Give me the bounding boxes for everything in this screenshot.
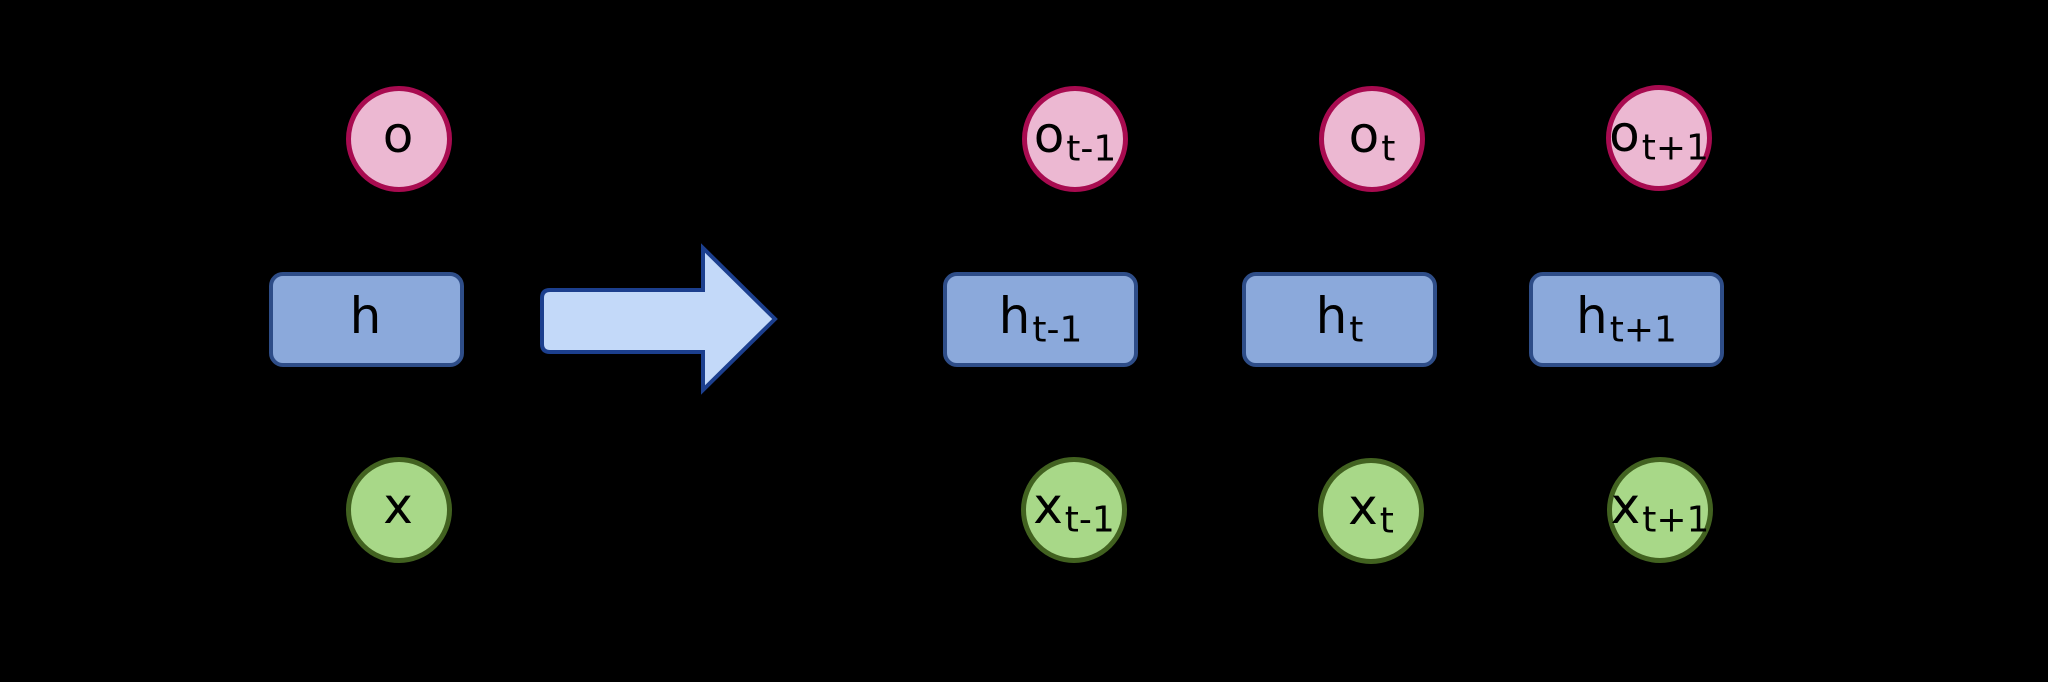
node-label: xt-1	[1033, 481, 1115, 538]
label-sub: t-1	[1032, 309, 1083, 351]
label-base: o	[1033, 106, 1065, 164]
hidden-node-left: h	[269, 272, 464, 367]
node-label: ht-1	[999, 291, 1083, 348]
hidden-node-t-plus-1: ht+1	[1529, 272, 1724, 367]
node-label: xt	[1348, 482, 1394, 539]
node-label: xt+1	[1611, 481, 1710, 538]
output-node-t-plus-1: ot+1	[1606, 85, 1712, 191]
node-label: ot	[1349, 110, 1396, 167]
hidden-node-t: ht	[1242, 272, 1437, 367]
input-node-t-plus-1: xt+1	[1607, 457, 1713, 563]
node-label: ot+1	[1609, 109, 1709, 166]
label-base: x	[1033, 477, 1063, 535]
input-node-left: x	[346, 457, 452, 563]
label-sub: t-1	[1064, 499, 1115, 541]
label-sub: t+1	[1641, 127, 1709, 169]
node-label: ht+1	[1576, 291, 1677, 348]
label-base: o	[1609, 105, 1640, 163]
unfold-arrow-icon	[540, 243, 778, 395]
node-label: x	[383, 481, 415, 531]
label-base: x	[1348, 478, 1378, 536]
input-node-t: xt	[1318, 458, 1424, 564]
output-node-t-minus-1: ot-1	[1022, 86, 1128, 192]
hidden-node-t-minus-1: ht-1	[943, 272, 1138, 367]
label-sub: t	[1381, 128, 1396, 170]
label-sub: t+1	[1609, 309, 1677, 351]
node-label: o	[383, 110, 416, 160]
label-base: x	[1610, 477, 1641, 535]
label-base: h	[1315, 286, 1348, 345]
label-sub: t+1	[1642, 499, 1710, 541]
input-node-t-minus-1: xt-1	[1021, 457, 1127, 563]
label-base: h	[349, 286, 382, 345]
node-label: h	[350, 291, 384, 341]
label-sub: t-1	[1066, 128, 1117, 170]
node-label: ot-1	[1034, 110, 1117, 167]
label-sub: t	[1379, 500, 1394, 542]
label-sub: t	[1349, 309, 1364, 351]
label-base: h	[998, 286, 1031, 345]
label-base: o	[1348, 106, 1380, 164]
node-label: ht	[1316, 291, 1364, 348]
output-node-left: o	[346, 86, 452, 192]
label-base: o	[382, 106, 414, 164]
label-base: h	[1576, 286, 1608, 345]
output-node-t: ot	[1319, 86, 1425, 192]
label-base: x	[383, 477, 413, 535]
